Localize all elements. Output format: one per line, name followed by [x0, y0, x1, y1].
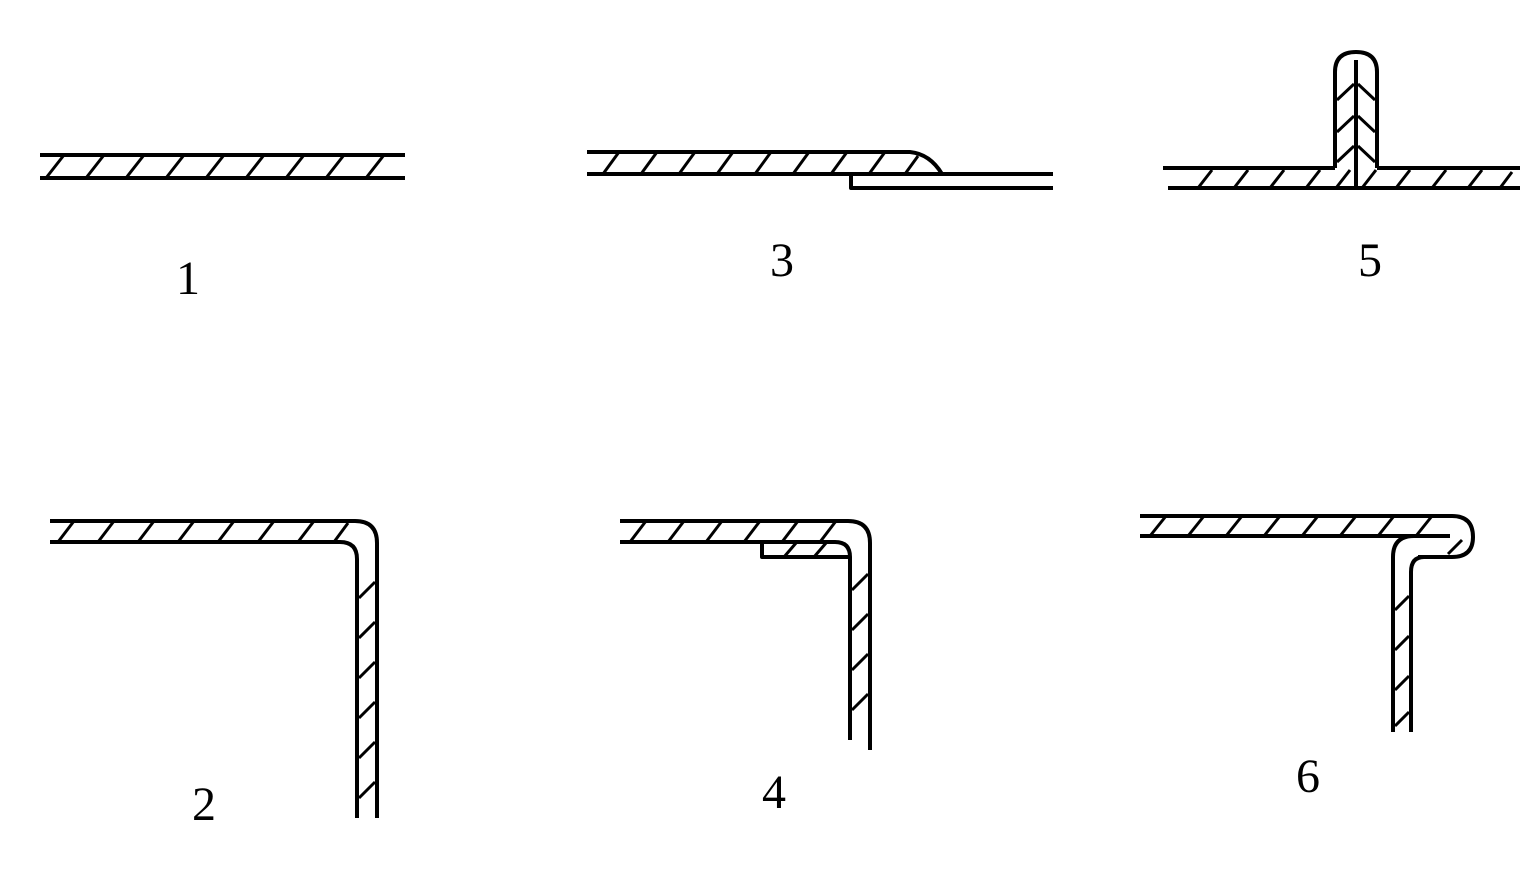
- figure-label-4: 4: [762, 766, 786, 819]
- seam-figure-3: 3: [587, 150, 1053, 287]
- seam-figure-2: 2: [50, 519, 379, 831]
- hatching: [628, 520, 870, 712]
- hatching: [1196, 82, 1514, 189]
- figure-label-5: 5: [1358, 234, 1382, 287]
- hatching: [44, 154, 386, 179]
- seam-figure-1: 1: [40, 153, 405, 305]
- hatching: [601, 151, 920, 175]
- figure-label-6: 6: [1296, 750, 1320, 803]
- hatching: [56, 520, 377, 800]
- figure-label-1: 1: [176, 252, 200, 305]
- seam-figure-5: 5: [1163, 50, 1520, 287]
- hatching: [1148, 515, 1464, 728]
- seam-figure-6: 6: [1140, 514, 1475, 803]
- figure-label-3: 3: [770, 234, 794, 287]
- figure-label-2: 2: [192, 778, 216, 831]
- seam-figure-4: 4: [620, 519, 872, 819]
